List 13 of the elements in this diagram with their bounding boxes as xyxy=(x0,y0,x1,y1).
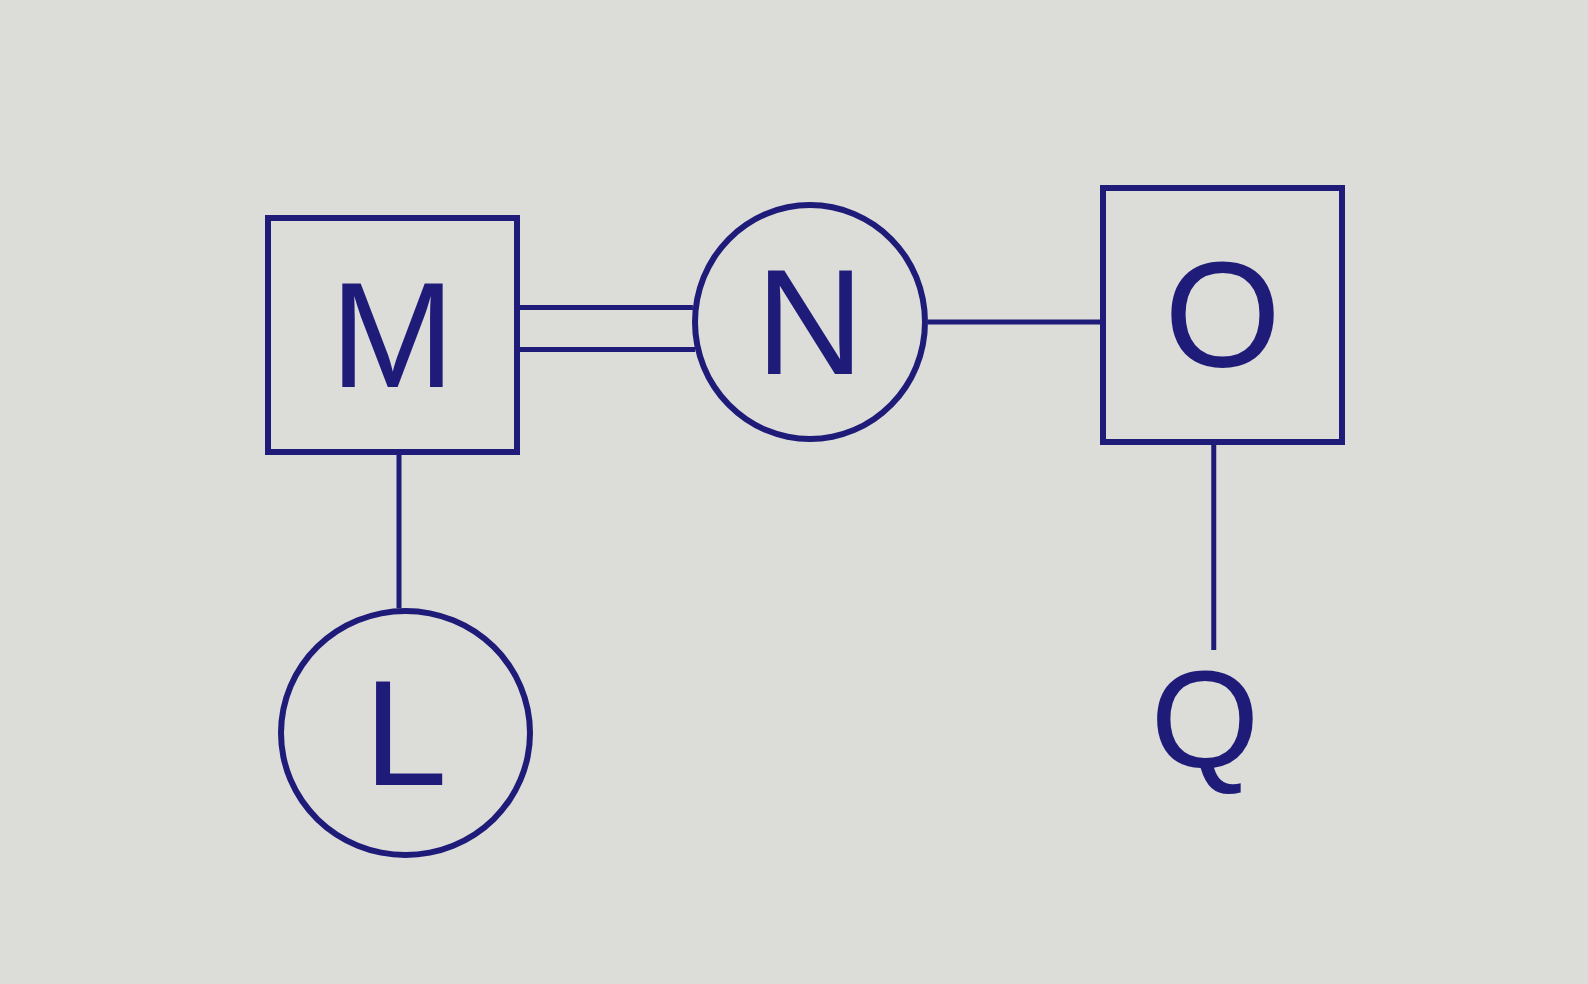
connector-line xyxy=(1211,445,1217,650)
circle-node xyxy=(278,608,533,858)
connector-line xyxy=(520,347,696,352)
connector-line xyxy=(396,455,402,609)
connector-line xyxy=(520,305,693,310)
square-node xyxy=(265,215,520,455)
node-letter: L xyxy=(363,658,448,808)
node-letter: N xyxy=(755,247,865,397)
node-letter: M xyxy=(330,260,455,410)
connector-line xyxy=(928,319,1100,325)
node-letter: O xyxy=(1164,240,1281,390)
circle-node xyxy=(692,202,928,442)
square-node xyxy=(1100,185,1345,445)
